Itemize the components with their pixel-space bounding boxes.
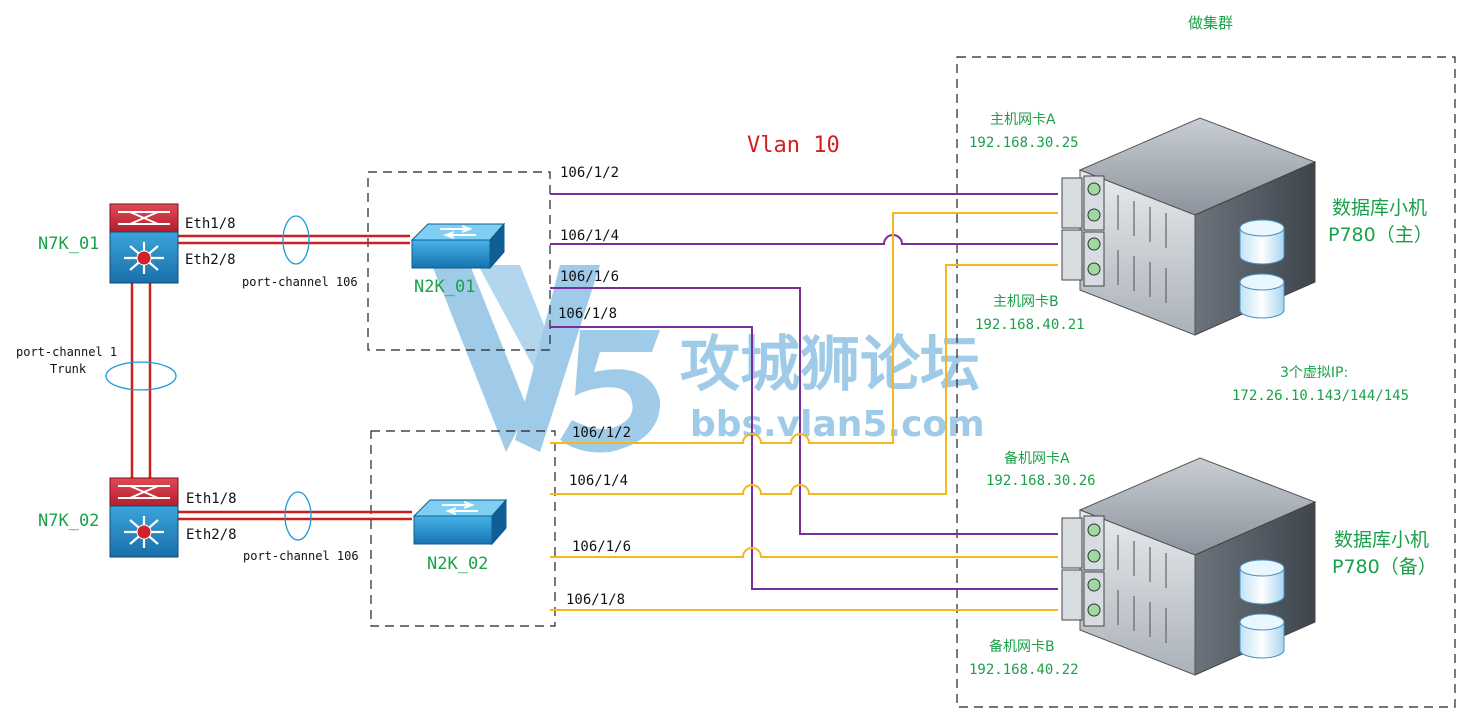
primary-server-title-1: 数据库小机 [1332,197,1427,219]
v5-logo-icon [432,265,661,453]
pc106-top-ellipse [282,215,310,265]
watermark: 攻城狮论坛 bbs.vlan5.com [432,265,985,453]
cluster-title: 做集群 [1188,14,1233,32]
n2k-01-port-6: 106/1/6 [560,269,619,285]
pc106-bottom-ellipse [284,491,312,541]
watermark-url: bbs.vlan5.com [690,404,985,445]
n2k-01-port-4: 106/1/4 [560,228,619,244]
n7k-01-pc-label: port-channel 106 [242,275,358,289]
n7k-01-switch-icon[interactable] [109,203,179,284]
n7k-02-pc-label: port-channel 106 [243,549,359,563]
watermark-brand: 攻城狮论坛 [680,330,980,400]
n7k-01-eth2-label: Eth2/8 [185,252,236,268]
link-n2k01-p4 [550,234,1058,245]
primary-nic-b-ip: 192.168.40.21 [975,317,1085,333]
backup-server-icon[interactable] [1061,457,1317,676]
primary-server-title-2: P780（主） [1328,224,1433,246]
backup-server-title-2: P780（备） [1332,556,1437,578]
link-n2k01-p6 [550,287,1058,535]
backup-server-title-1: 数据库小机 [1334,529,1429,551]
backup-nic-b-label: 备机网卡B [989,638,1055,655]
primary-disk-icon [1239,219,1285,319]
n2k-01-name: N2K_01 [414,277,475,297]
n7k-01-eth1-label: Eth1/8 [185,216,236,232]
virtual-ip-value: 172.26.10.143/144/145 [1232,388,1409,404]
n2k-01-port-8: 106/1/8 [558,306,617,322]
core-links [130,234,412,521]
n7k-02-eth1-label: Eth1/8 [186,491,237,507]
n2k-02-switch-icon[interactable] [412,498,508,546]
yellow-links [550,212,1058,611]
primary-nic-b-label: 主机网卡B [993,294,1059,310]
n2k-02-port-8: 106/1/8 [566,592,625,608]
n2k-02-port-4: 106/1/4 [569,473,628,489]
link-n2k02-p2 [550,212,1058,444]
vlan-label: Vlan 10 [747,133,840,158]
n7k-02-eth2-label: Eth2/8 [186,527,237,543]
pc1-ellipse [105,361,177,391]
n2k-01-port-2: 106/1/2 [560,165,619,181]
n7k-02-name: N7K_02 [38,511,99,531]
backup-nic-a-ip: 192.168.30.26 [986,473,1096,489]
primary-server-icon[interactable] [1061,117,1317,336]
n2k-02-name: N2K_02 [427,554,488,574]
virtual-ip-label: 3个虚拟IP: [1280,365,1348,381]
primary-nic-a-ip: 192.168.30.25 [969,135,1079,151]
n2k-01-switch-icon[interactable] [410,222,506,270]
cluster-boundary [956,56,1456,708]
n2k-01-boundary [367,171,551,351]
n2k-02-port-6: 106/1/6 [572,539,631,555]
interlink-label-1: port-channel 1 [16,345,117,359]
n2k-02-boundary [370,430,556,627]
backup-nic-b-ip: 192.168.40.22 [969,662,1079,678]
link-n2k01-p8 [550,326,1058,590]
backup-disk-icon [1239,559,1285,659]
n7k-01-name: N7K_01 [38,234,99,254]
n7k-02-switch-icon[interactable] [109,477,179,558]
link-n2k02-p4 [550,264,1058,495]
backup-nic-a-label: 备机网卡A [1004,450,1070,467]
primary-nic-a-label: 主机网卡A [990,112,1056,128]
n2k-02-port-2: 106/1/2 [572,425,631,441]
link-n2k02-p6 [550,547,1058,558]
interlink-label-2: Trunk [50,362,87,376]
